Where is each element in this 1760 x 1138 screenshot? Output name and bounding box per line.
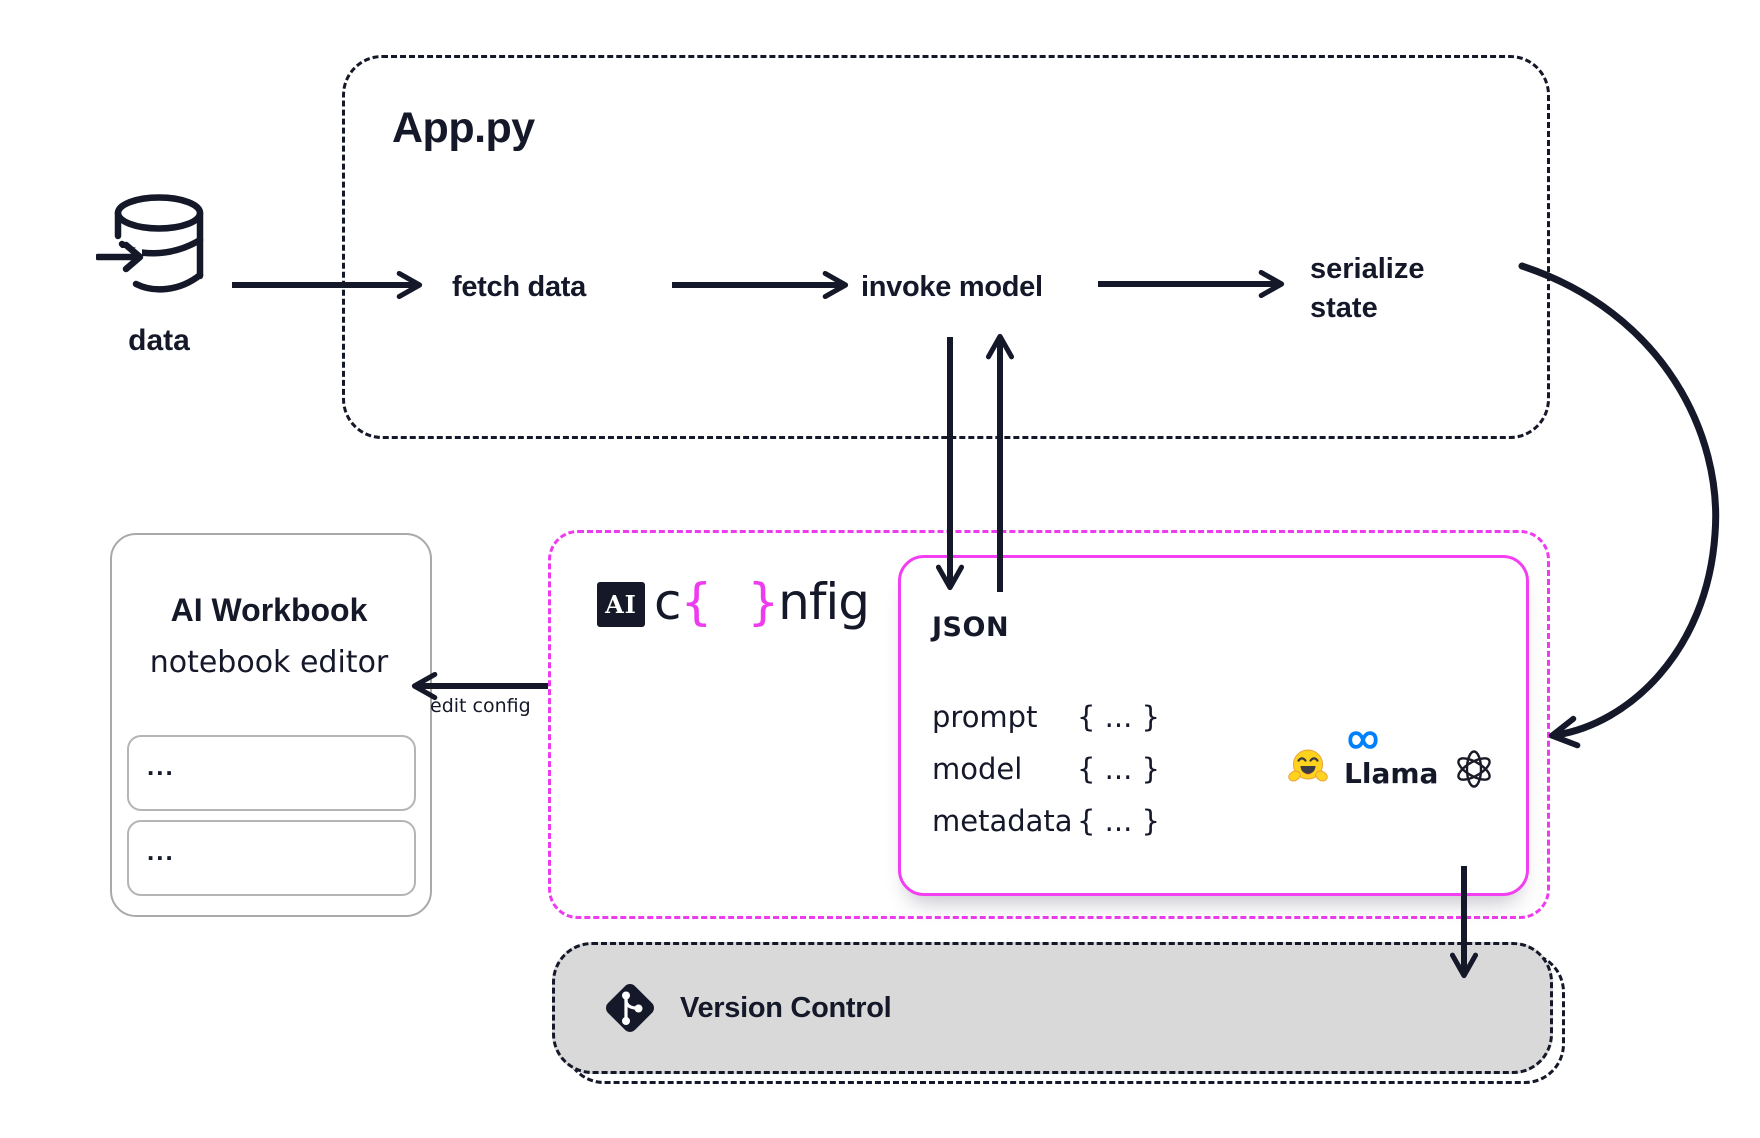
edit-config-label: edit config — [430, 695, 531, 717]
json-panel-title: JSON — [932, 612, 1010, 643]
serialize-state-line1: serialize — [1310, 253, 1425, 285]
notebook-cell-dots: ... — [147, 751, 175, 781]
fetch-data-step: fetch data — [452, 271, 586, 303]
json-row-metadata: metadata { ... } — [932, 804, 1160, 838]
hugging-face-icon — [1288, 747, 1328, 787]
openai-icon — [1451, 746, 1497, 792]
ai-config-wordmark: c{}nfig — [654, 577, 870, 627]
json-config-panel — [898, 555, 1529, 896]
app-py-title: App.py — [392, 104, 535, 152]
notebook-cell-dots: ... — [147, 836, 175, 866]
json-row-prompt: prompt { ... } — [932, 700, 1160, 734]
invoke-model-step: invoke model — [861, 271, 1043, 303]
json-value: { ... } — [1077, 700, 1160, 734]
ai-badge-text: AI — [605, 590, 637, 619]
arrow-serialize-to-json-curve — [1518, 262, 1720, 749]
version-control-label: Version Control — [680, 992, 892, 1024]
notebook-editor-subtitle: notebook editor — [149, 645, 389, 680]
meta-icon — [1345, 726, 1381, 754]
wordmark-brace-close: } — [747, 573, 779, 631]
ai-config-logo-badge: AI — [597, 582, 645, 627]
json-key: metadata — [932, 804, 1073, 838]
notebook-cell: ... — [127, 735, 416, 811]
app-py-box — [342, 55, 1550, 439]
database-import-icon — [96, 192, 222, 314]
version-control-bar — [552, 942, 1553, 1074]
json-key: prompt — [932, 700, 1038, 734]
wordmark-brace-open: { — [680, 573, 713, 631]
wordmark-start: c — [654, 573, 681, 631]
ai-workbook-title: AI Workbook — [170, 592, 368, 628]
serialize-state-step: serialize state — [1310, 250, 1424, 328]
git-icon — [597, 975, 663, 1041]
serialize-state-line2: state — [1310, 292, 1378, 324]
wordmark-end: nfig — [778, 573, 870, 631]
json-row-model: model { ... } — [932, 752, 1160, 786]
json-value: { ... } — [1077, 752, 1160, 786]
llama-label: Llama — [1344, 757, 1439, 790]
json-key: model — [932, 752, 1023, 786]
notebook-cell: ... — [127, 820, 416, 896]
json-value: { ... } — [1077, 804, 1160, 838]
data-source-label: data — [128, 324, 190, 357]
